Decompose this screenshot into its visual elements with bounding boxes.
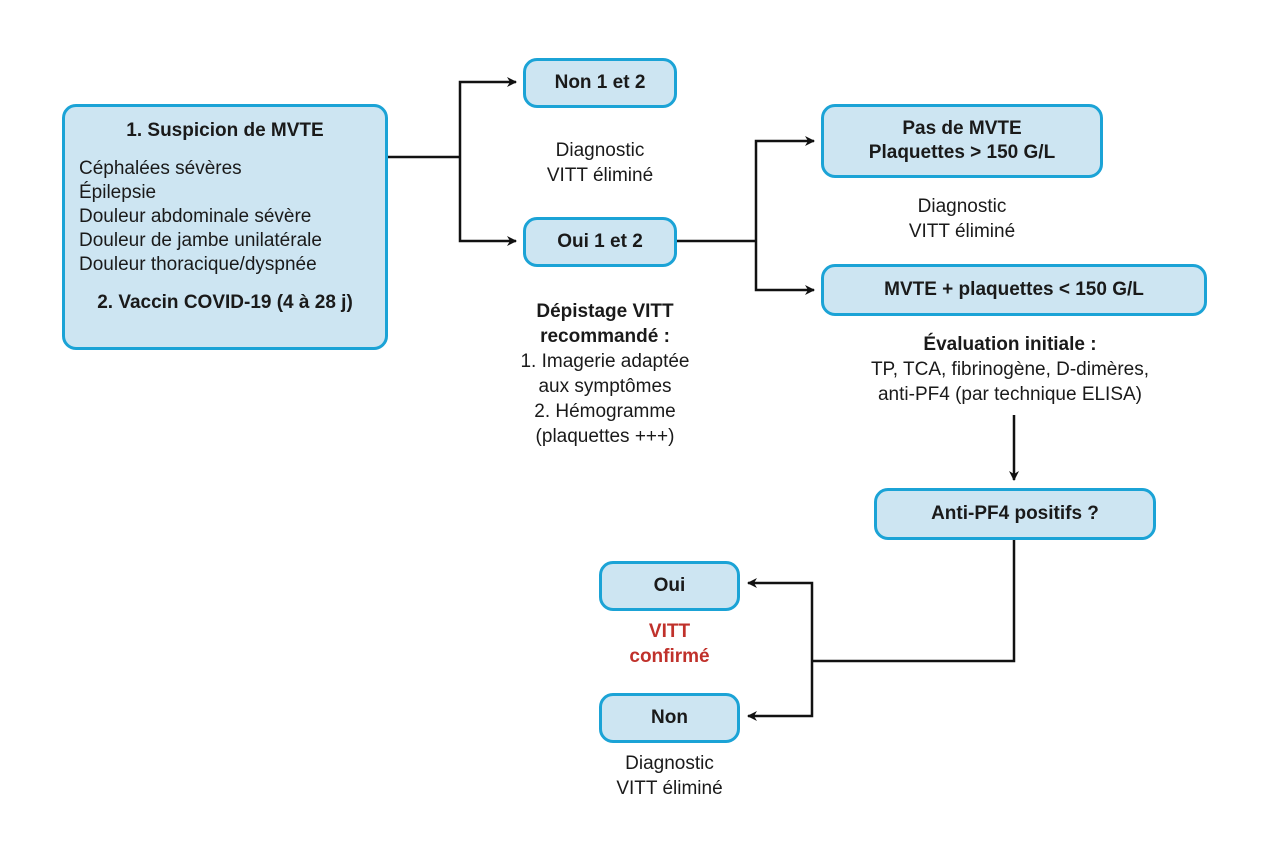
label-line: Diagnostic [625, 753, 714, 774]
label-screening: Dépistage VITT recommandé : 1. Imagerie … [490, 299, 720, 449]
node-no-mvte: Pas de MVTE Plaquettes > 150 G/L [821, 104, 1103, 178]
node-mvte-low-platelets: MVTE + plaquettes < 150 G/L [821, 264, 1207, 316]
node-label: Oui 1 et 2 [557, 231, 643, 252]
symptom-item: Épilepsie [79, 182, 157, 203]
label-line: aux symptômes [538, 376, 672, 397]
label-vitt-excluded-2: Diagnostic VITT éliminé [880, 194, 1044, 244]
node-label: Pas de MVTE [902, 118, 1022, 139]
node-label: MVTE + plaquettes < 150 G/L [884, 279, 1144, 300]
connector-antipf4-down [812, 538, 1016, 663]
label-line: VITT éliminé [616, 778, 723, 799]
label-line: VITT [648, 621, 691, 642]
label-vitt-excluded-1: Diagnostic VITT éliminé [520, 138, 680, 188]
label-line: recommandé : [540, 326, 670, 347]
label-vitt-excluded-3: Diagnostic VITT éliminé [589, 751, 750, 801]
node-label: Non 1 et 2 [554, 72, 646, 93]
label-line: Diagnostic [555, 140, 645, 161]
symptom-item: Douleur de jambe unilatérale [79, 230, 322, 251]
label-line: (plaquettes +++) [535, 426, 675, 447]
connector-to-non [747, 661, 814, 721]
label-line: confirmé [629, 646, 710, 667]
connector-to-oui [747, 578, 814, 661]
label-vitt-confirmed: VITT confirmé [599, 619, 740, 669]
node-non-1-et-2: Non 1 et 2 [523, 58, 677, 108]
connector-to-oui12 [458, 157, 517, 246]
label-line: Dépistage VITT [536, 301, 674, 322]
label-line: VITT éliminé [908, 221, 1016, 242]
node-label: Non [651, 707, 688, 728]
symptom-item: Douleur thoracique/dyspnée [79, 254, 317, 275]
connector-to-mvte-low [754, 241, 815, 295]
node-title: 1. Suspicion de MVTE [126, 120, 324, 141]
node-label: Oui [653, 575, 686, 596]
node-mvte-suspicion: 1. Suspicion de MVTE Céphalées sévères É… [62, 104, 388, 350]
node-label: Plaquettes > 150 G/L [868, 142, 1056, 163]
node-anti-pf4-question: Anti-PF4 positifs ? [874, 488, 1156, 540]
symptom-item: Céphalées sévères [79, 158, 242, 179]
label-line: VITT éliminé [546, 165, 654, 186]
label-line: TP, TCA, fibrinogène, D-dimères, [870, 359, 1150, 380]
node-non: Non [599, 693, 740, 743]
label-line: Évaluation initiale : [923, 334, 1097, 355]
label-line: Diagnostic [917, 196, 1007, 217]
node-oui: Oui [599, 561, 740, 611]
connector-to-non12 [458, 77, 517, 157]
label-line: anti-PF4 (par technique ELISA) [877, 384, 1143, 405]
connector-to-no-mvte [754, 136, 815, 241]
node-oui-1-et-2: Oui 1 et 2 [523, 217, 677, 267]
label-line: 1. Imagerie adaptée [520, 351, 690, 372]
criterion-vaccine: 2. Vaccin COVID-19 (4 à 28 j) [97, 292, 353, 313]
label-initial-evaluation: Évaluation initiale : TP, TCA, fibrinogè… [830, 332, 1190, 407]
symptom-item: Douleur abdominale sévère [79, 206, 312, 227]
label-line: 2. Hémogramme [534, 401, 676, 422]
node-label: Anti-PF4 positifs ? [931, 503, 1099, 524]
